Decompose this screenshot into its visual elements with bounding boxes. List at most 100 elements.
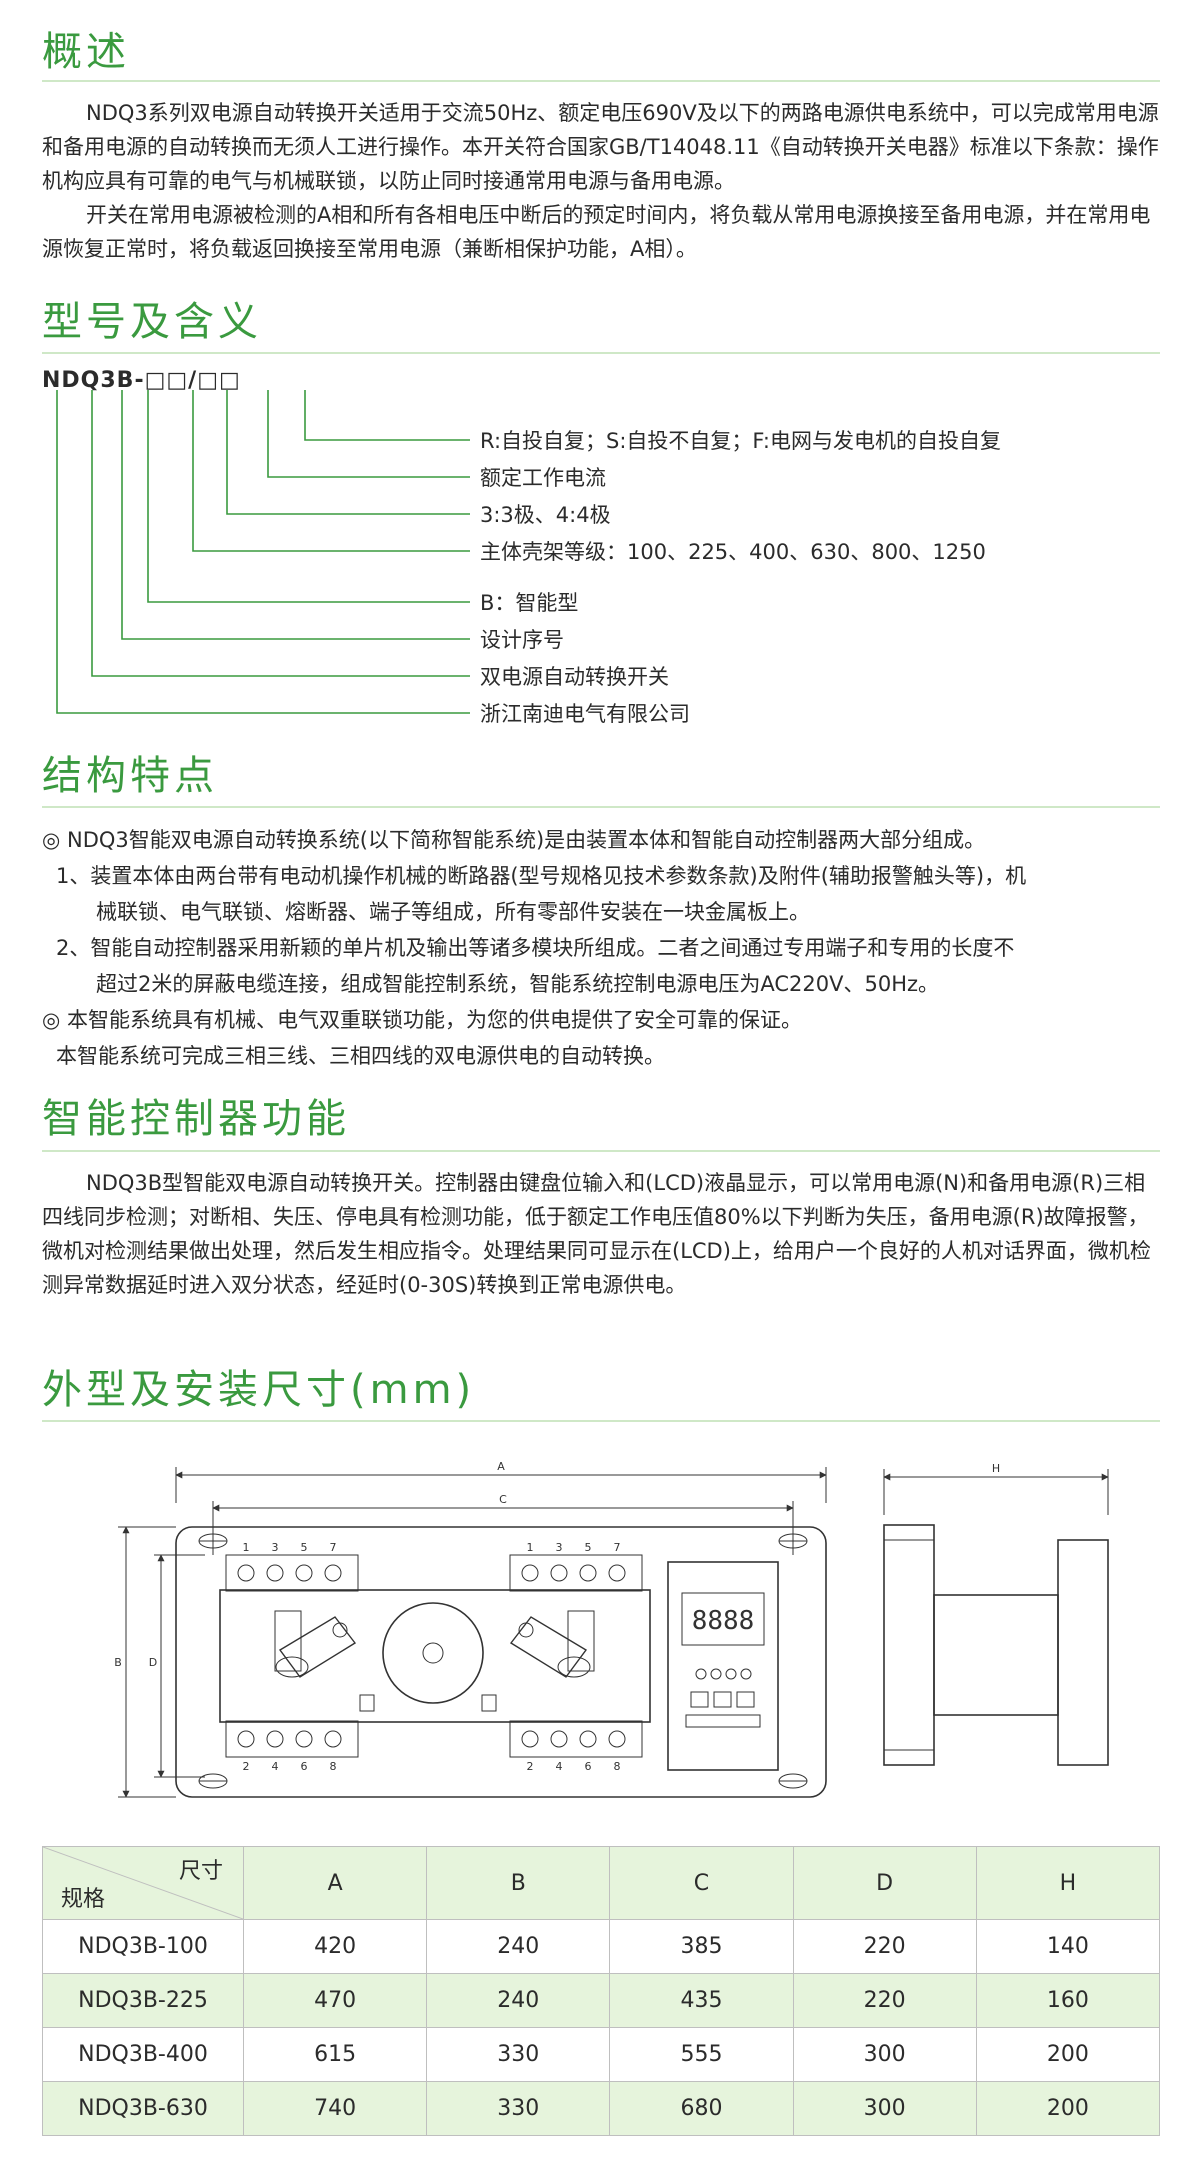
aux-contact bbox=[359, 1694, 375, 1712]
model-label-type: B：智能型 bbox=[480, 591, 579, 615]
structure-heading: 结构特点 bbox=[42, 753, 218, 799]
terminal-number: 3 bbox=[272, 1541, 279, 1554]
table-cell: 740 bbox=[242, 2081, 428, 2136]
divider bbox=[42, 80, 1160, 82]
dimension-drawing: A C H B D 1 3 5 7 1 3 5 7 2 4 6 8 2 4 6 … bbox=[114, 1460, 1109, 1798]
terminal-block-bottom-left bbox=[225, 1720, 359, 1758]
terminal-number: 7 bbox=[614, 1541, 621, 1554]
model-label-company: 浙江南迪电气有限公司 bbox=[480, 702, 690, 726]
interlock-arm-right bbox=[509, 1616, 588, 1678]
dim-label-a: A bbox=[497, 1460, 505, 1473]
lcd-digits: 8888 bbox=[692, 1606, 755, 1636]
table-cell: NDQ3B-225 bbox=[42, 1973, 244, 2028]
model-label-current: 额定工作电流 bbox=[480, 466, 606, 490]
table-cell: 680 bbox=[609, 2081, 794, 2136]
divider bbox=[42, 352, 1160, 354]
terminal-number: 1 bbox=[527, 1541, 534, 1554]
structure-line: 1、装置本体由两台带有电动机操作机械的断路器(型号规格见技术参数条款)及附件(辅… bbox=[56, 864, 1027, 888]
table-cell: 300 bbox=[792, 2081, 977, 2136]
table-cell: 200 bbox=[975, 2081, 1161, 2136]
dim-label-d: D bbox=[149, 1656, 157, 1669]
divider bbox=[42, 806, 1160, 808]
structure-line: 超过2米的屏蔽电缆连接，组成智能控制系统，智能系统控制电源电压为AC220V、5… bbox=[96, 972, 940, 996]
controller-para: NDQ3B型智能双电源自动转换开关。控制器由键盘位输入和(LCD)液晶显示，可以… bbox=[42, 1171, 1151, 1297]
overview-para-1: NDQ3系列双电源自动转换开关适用于交流50Hz、额定电压690V及以下的两路电… bbox=[42, 101, 1159, 193]
interlock-arm-left bbox=[278, 1616, 357, 1678]
table-cell: 220 bbox=[792, 1973, 977, 2028]
terminal-block-top-right bbox=[509, 1554, 643, 1592]
table-cell: 240 bbox=[426, 1919, 611, 1974]
leader-line bbox=[91, 390, 470, 677]
terminal-number: 6 bbox=[585, 1760, 592, 1773]
divider bbox=[42, 1420, 1160, 1422]
corner-diagonal bbox=[43, 1847, 243, 1919]
table-cell: 385 bbox=[609, 1919, 794, 1974]
key-button bbox=[690, 1691, 709, 1708]
side-view-body bbox=[933, 1594, 1059, 1716]
table-cell: 435 bbox=[609, 1973, 794, 2028]
table-cell: 470 bbox=[242, 1973, 428, 2028]
controller-text: NDQ3B型智能双电源自动转换开关。控制器由键盘位输入和(LCD)液晶显示，可以… bbox=[42, 1166, 1160, 1302]
terminal-number: 6 bbox=[301, 1760, 308, 1773]
column-header: C bbox=[609, 1846, 794, 1920]
controller-unit bbox=[667, 1561, 779, 1771]
model-code-leader-lines bbox=[56, 390, 470, 714]
terminal-number: 8 bbox=[330, 1760, 337, 1773]
structure-line: ◎ NDQ3智能双电源自动转换系统(以下简称智能系统)是由装置本体和智能自动控制… bbox=[42, 828, 986, 852]
overview-text: NDQ3系列双电源自动转换开关适用于交流50Hz、额定电压690V及以下的两路电… bbox=[42, 96, 1160, 266]
table-cell: NDQ3B-100 bbox=[42, 1919, 244, 1974]
dimensions-heading: 外型及安装尺寸(mm) bbox=[42, 1367, 476, 1413]
model-code: NDQ3B-□□/□□ bbox=[42, 368, 241, 393]
model-label-frame: 主体壳架等级：100、225、400、630、800、1250 bbox=[480, 540, 986, 564]
terminal-number: 5 bbox=[585, 1541, 592, 1554]
terminal-number: 1 bbox=[243, 1541, 250, 1554]
leader-line bbox=[304, 390, 470, 441]
overview-para-2: 开关在常用电源被检测的A相和所有各相电压中断后的预定时间内，将负载从常用电源换接… bbox=[42, 203, 1151, 261]
terminal-screws bbox=[237, 1564, 626, 1748]
corner-label-spec: 规格 bbox=[61, 1887, 106, 1912]
leader-line bbox=[56, 390, 470, 714]
table-cell: 160 bbox=[975, 1973, 1161, 2028]
structure-line: 本智能系统可完成三相三线、三相四线的双电源供电的自动转换。 bbox=[56, 1044, 665, 1068]
dim-label-h: H bbox=[992, 1462, 1000, 1475]
table-row: NDQ3B-225 470 240 435 220 160 bbox=[42, 1973, 1161, 2028]
table-cell: NDQ3B-400 bbox=[42, 2027, 244, 2082]
breaker-body bbox=[219, 1589, 651, 1723]
table-row: NDQ3B-630 740 330 680 300 200 bbox=[42, 2081, 1161, 2136]
table-row: NDQ3B-400 615 330 555 300 200 bbox=[42, 2027, 1161, 2082]
model-label-design: 设计序号 bbox=[480, 628, 564, 652]
structure-line: 械联锁、电气联锁、熔断器、端子等组成，所有零部件安装在一块金属板上。 bbox=[96, 900, 810, 924]
structure-line: ◎ 本智能系统具有机械、电气双重联锁功能，为您的供电提供了安全可靠的保证。 bbox=[42, 1008, 802, 1032]
terminal-number: 7 bbox=[330, 1541, 337, 1554]
terminal-number: 2 bbox=[243, 1760, 250, 1773]
overview-heading: 概述 bbox=[42, 29, 130, 75]
table-cell: 240 bbox=[426, 1973, 611, 2028]
table-cell: 555 bbox=[609, 2027, 794, 2082]
table-cell: 140 bbox=[975, 1919, 1161, 1974]
interlock-disc bbox=[382, 1602, 484, 1704]
controller-label-plate bbox=[685, 1714, 761, 1728]
model-label-poles: 3:3极、4:4极 bbox=[480, 503, 611, 527]
column-header: B bbox=[426, 1846, 611, 1920]
column-header: D bbox=[792, 1846, 977, 1920]
side-view-front-plate bbox=[883, 1524, 935, 1766]
table-cell: 220 bbox=[792, 1919, 977, 1974]
table-cell: 200 bbox=[975, 2027, 1161, 2082]
terminal-number: 5 bbox=[301, 1541, 308, 1554]
leader-line bbox=[121, 390, 470, 640]
terminal-number: 4 bbox=[272, 1760, 279, 1773]
table-cell: 420 bbox=[242, 1919, 428, 1974]
terminal-block-bottom-right bbox=[509, 1720, 643, 1758]
handle-window bbox=[274, 1610, 302, 1672]
key-button bbox=[713, 1691, 732, 1708]
column-header: A bbox=[242, 1846, 428, 1920]
column-header: H bbox=[975, 1846, 1161, 1920]
terminal-number: 3 bbox=[556, 1541, 563, 1554]
terminal-number: 2 bbox=[527, 1760, 534, 1773]
dim-label-b: B bbox=[114, 1656, 122, 1669]
model-label-product: 双电源自动转换开关 bbox=[480, 665, 669, 689]
table-cell: 330 bbox=[426, 2081, 611, 2136]
side-view-rear-plate bbox=[1057, 1539, 1109, 1766]
divider bbox=[42, 1150, 1160, 1152]
